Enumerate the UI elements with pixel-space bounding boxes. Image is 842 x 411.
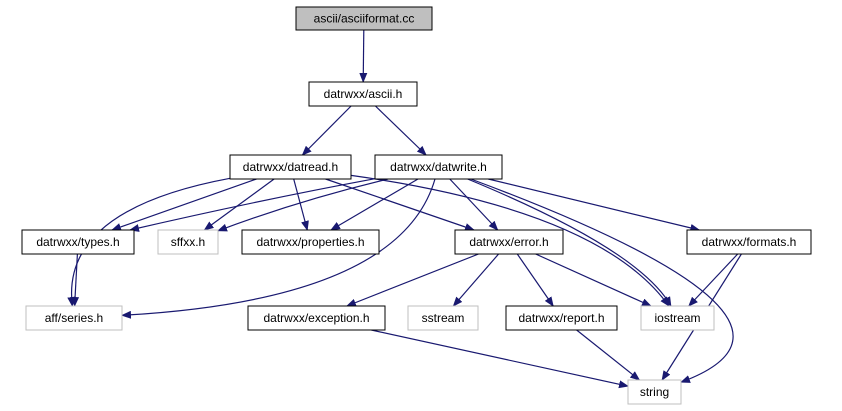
- node-box: [229, 154, 352, 180]
- node-error-h[interactable]: datrwxx/error.h: [454, 229, 564, 255]
- edge-datread_h-to-sffxx_h: [203, 178, 275, 231]
- node-box: [295, 6, 433, 31]
- edge-types_h-to-series_h: [71, 253, 80, 307]
- edge-ascii_h-to-datread_h: [301, 105, 352, 156]
- edge-exception_h-to-string: [371, 329, 629, 389]
- node-box: [247, 305, 386, 331]
- edge-ascii_h-to-datwrite_h: [374, 105, 427, 156]
- node-box: [686, 229, 812, 255]
- edge-root-to-ascii_h: [359, 29, 368, 83]
- node-label: datrwxx/error.h: [469, 235, 548, 249]
- node-label: iostream: [654, 311, 700, 325]
- node-datread-h[interactable]: datrwxx/datread.h: [229, 154, 352, 180]
- node-box: [241, 229, 380, 255]
- node-box: [25, 305, 123, 331]
- edge-error_h-to-report_h: [516, 253, 554, 307]
- node-types-h[interactable]: datrwxx/types.h: [21, 229, 135, 255]
- node-box: [157, 229, 219, 255]
- node-box: [21, 229, 135, 255]
- node-formats-h[interactable]: datrwxx/formats.h: [686, 229, 812, 255]
- node-label: sstream: [422, 311, 465, 325]
- node-label: datrwxx/ascii.h: [324, 87, 403, 101]
- node-box: [374, 154, 503, 180]
- edge-datwrite_h-to-types_h: [129, 178, 376, 232]
- edge-error_h-to-exception_h: [345, 253, 479, 307]
- edge-datread_h-to-error_h: [325, 178, 475, 231]
- edge-datwrite_h-to-sffxx_h: [217, 178, 389, 232]
- node-box: [505, 305, 618, 331]
- edge-datwrite_h-to-formats_h: [488, 178, 701, 232]
- node-box: [454, 229, 564, 255]
- nodes-layer: ascii/asciiformat.cc datrwxx/ascii.h datrw…: [21, 6, 812, 405]
- node-box: [640, 305, 715, 331]
- edge-datread_h-to-properties_h: [293, 178, 309, 231]
- edge-report_h-to-string: [576, 329, 641, 381]
- edge-formats_h-to-iostream: [688, 253, 739, 307]
- edge-datread_h-to-types_h: [111, 178, 257, 231]
- edge-datread_h-to-series_h: [67, 177, 231, 307]
- node-label: datrwxx/types.h: [36, 235, 119, 249]
- node-datwrite-h[interactable]: datrwxx/datwrite.h: [374, 154, 503, 180]
- node-iostream: iostream: [640, 305, 715, 331]
- node-label: aff/series.h: [45, 311, 103, 325]
- node-exception-h[interactable]: datrwxx/exception.h: [247, 305, 386, 331]
- edge-datwrite_h-to-error_h: [449, 178, 499, 231]
- node-box: [407, 305, 479, 331]
- node-label: string: [640, 385, 669, 399]
- node-box: [627, 379, 682, 405]
- edge-error_h-to-sstream: [452, 253, 500, 307]
- node-root[interactable]: ascii/asciiformat.cc: [295, 6, 433, 31]
- edge-error_h-to-iostream: [535, 253, 652, 307]
- edge-datwrite_h-to-series_h: [121, 178, 436, 319]
- node-box: [308, 81, 418, 107]
- node-sstream: sstream: [407, 305, 479, 331]
- node-sffxx-h: sffxx.h: [157, 229, 219, 255]
- node-properties-h[interactable]: datrwxx/properties.h: [241, 229, 380, 255]
- node-label: datrwxx/report.h: [518, 311, 604, 325]
- node-ascii-h[interactable]: datrwxx/ascii.h: [308, 81, 418, 107]
- node-report-h[interactable]: datrwxx/report.h: [505, 305, 618, 331]
- node-label: datrwxx/datwrite.h: [390, 160, 487, 174]
- node-label: datrwxx/exception.h: [263, 311, 369, 325]
- node-label: sffxx.h: [171, 235, 205, 249]
- node-label: datrwxx/properties.h: [256, 235, 364, 249]
- edge-datwrite_h-to-iostream: [467, 178, 672, 307]
- node-label: datrwxx/datread.h: [243, 160, 338, 174]
- node-string: string: [627, 379, 682, 405]
- node-label: ascii/asciiformat.cc: [314, 12, 415, 26]
- node-series-h: aff/series.h: [25, 305, 123, 331]
- edge-datwrite_h-to-properties_h: [330, 178, 419, 231]
- edges-layer: [67, 29, 742, 389]
- node-label: datrwxx/formats.h: [702, 235, 797, 249]
- edge-datread_h-to-iostream: [350, 174, 670, 307]
